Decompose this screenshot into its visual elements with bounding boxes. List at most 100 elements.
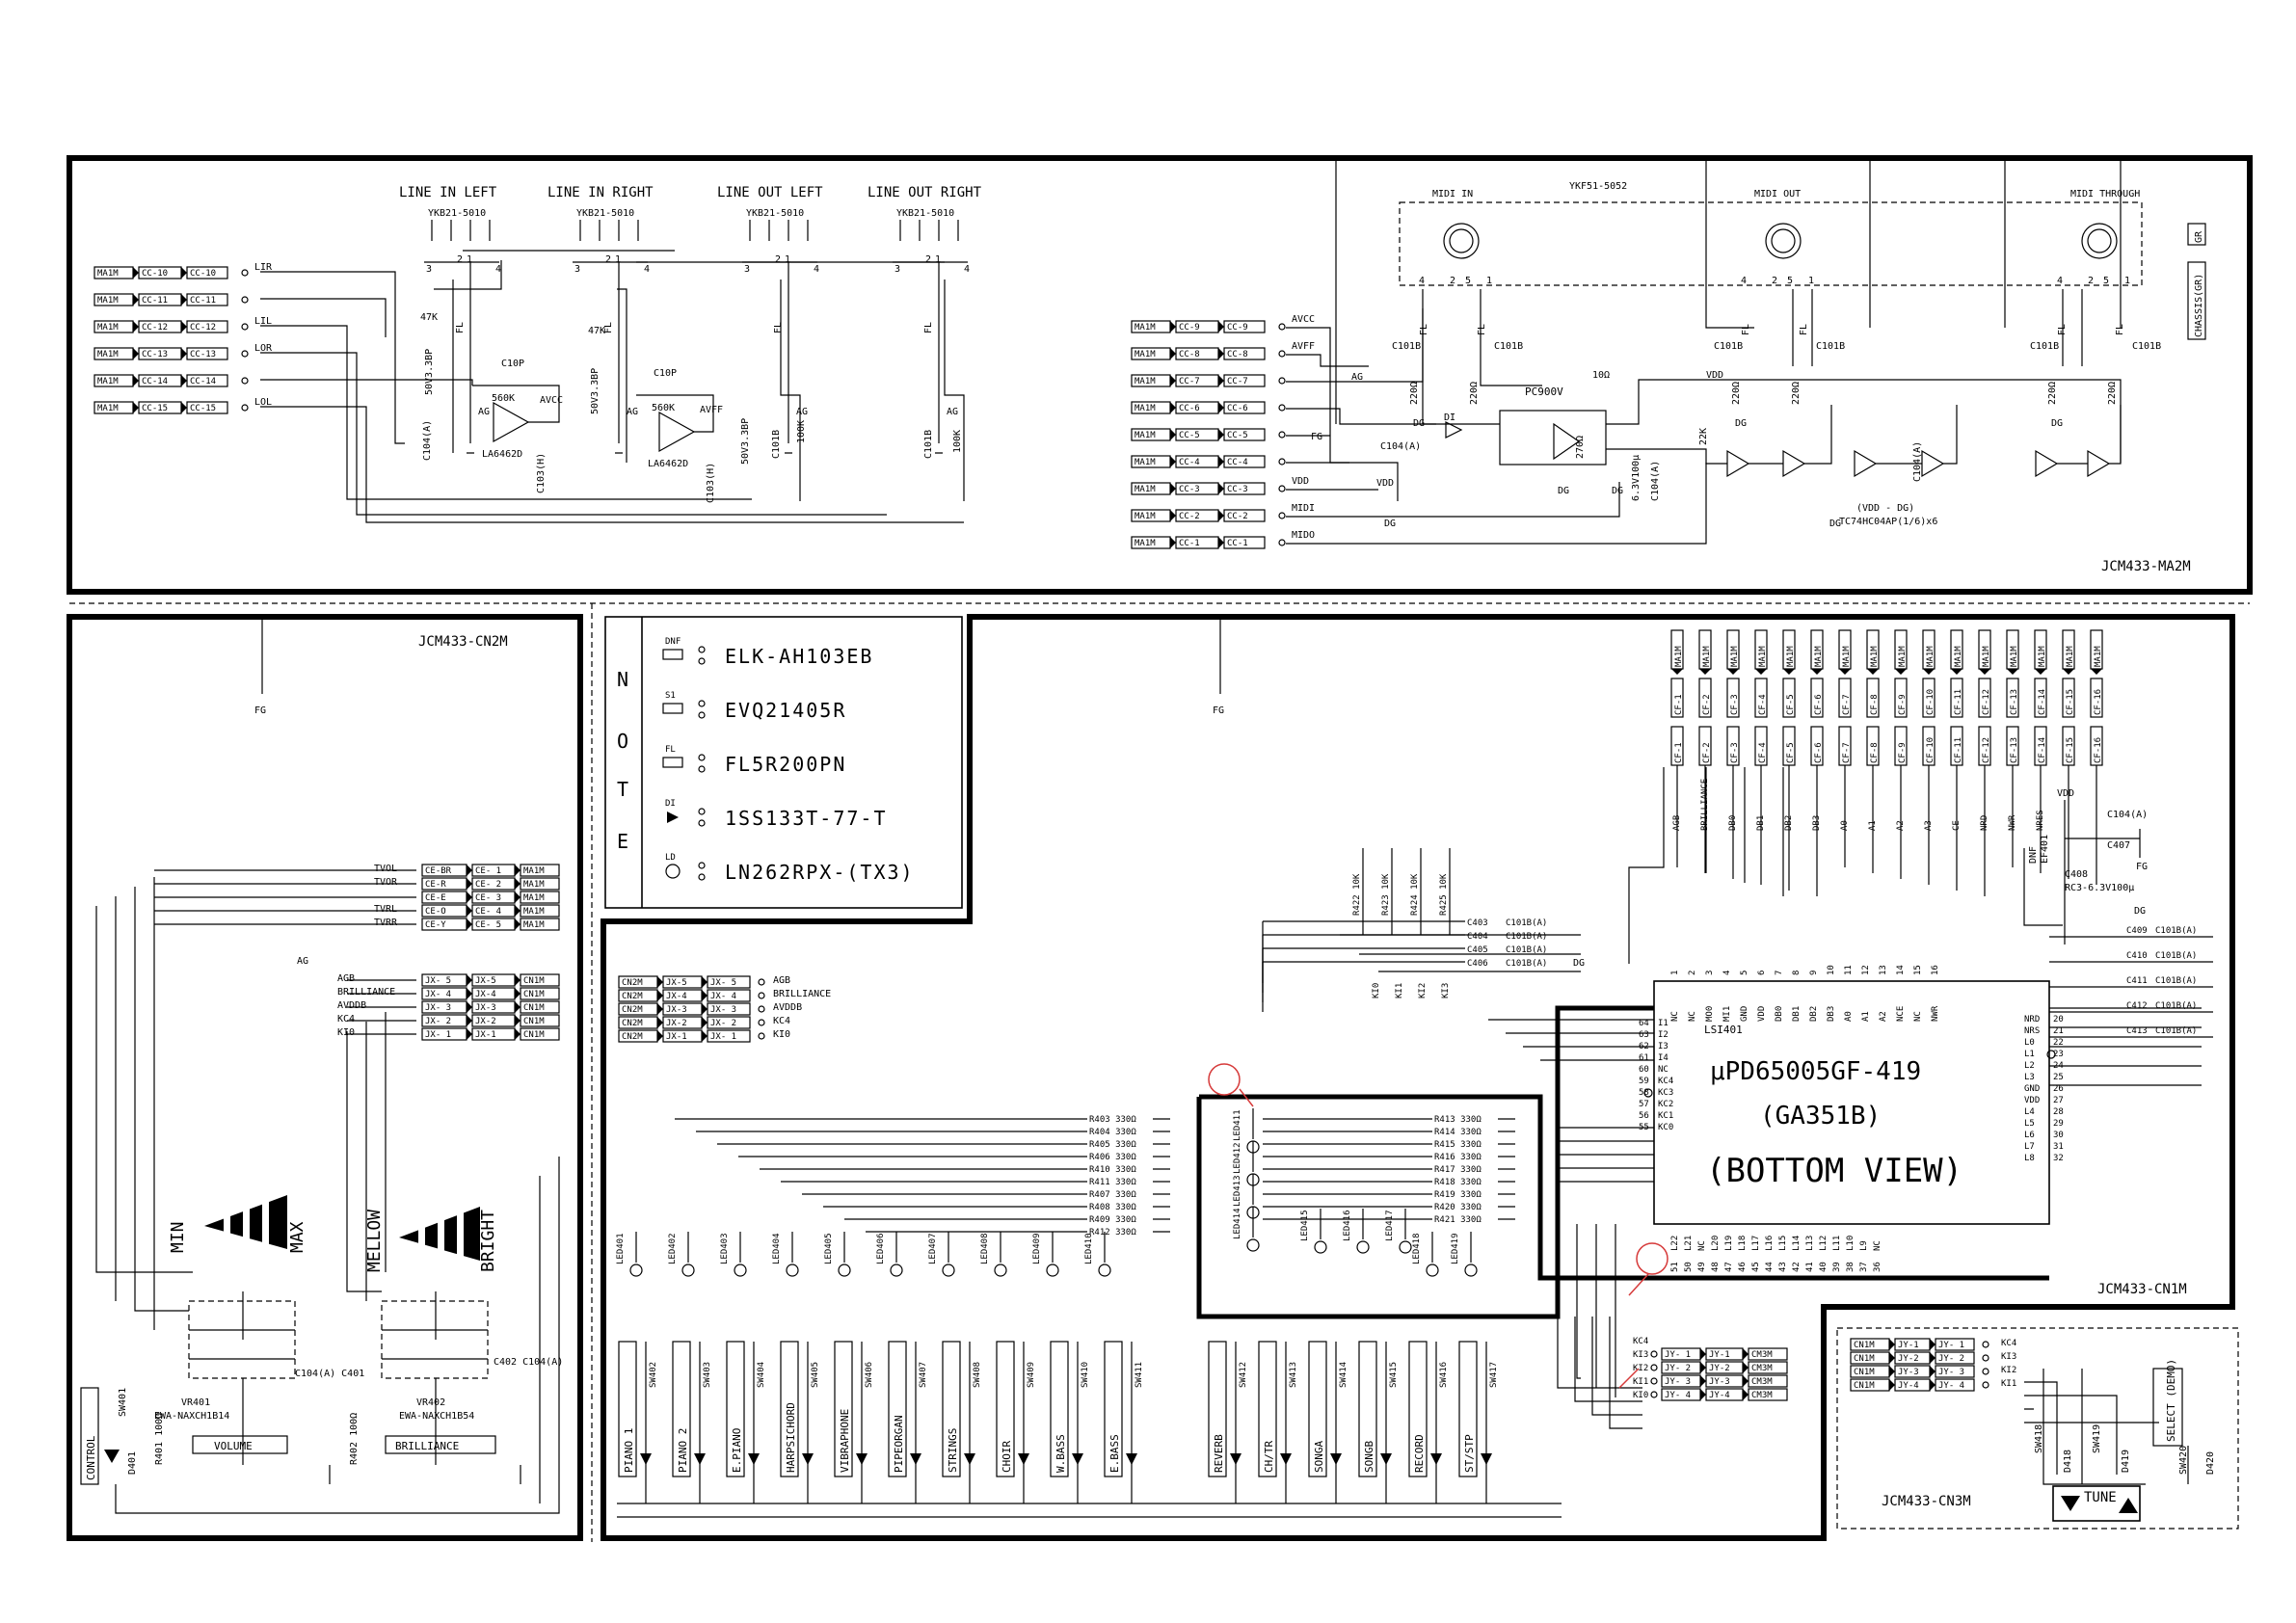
cn2m-jx-row-3-text: JX-2	[475, 1017, 496, 1026]
led-icon-13	[1246, 1238, 1260, 1252]
jack-pin1-3: 1	[935, 254, 941, 265]
cf-end-text-11: CF-12	[1982, 737, 1991, 763]
r-top-0: R422 10K	[1352, 873, 1362, 916]
chip-top-num-4: 5	[1740, 971, 1749, 975]
cn3m-row-3-text: CN1M	[1854, 1381, 1875, 1391]
brilliance-wedge-icon	[399, 1207, 480, 1264]
audio-conn-terminal-1	[241, 296, 249, 304]
midi-fl-a-0: FL	[1419, 324, 1429, 335]
cf-ma-text-6: MA1M	[1842, 646, 1852, 667]
control-button-box[interactable]	[80, 1387, 99, 1485]
jack-pin4-3: 4	[964, 264, 970, 275]
chip-top-pin-9: DB3	[1827, 1006, 1836, 1022]
button-right-1[interactable]	[1258, 1341, 1277, 1477]
jy-row-1-cell	[1748, 1347, 1788, 1361]
tune-up-icon[interactable]	[2119, 1498, 2138, 1513]
chip-right-pin-2: L0	[2024, 1038, 2035, 1048]
button-left-5[interactable]	[888, 1341, 907, 1477]
chip-right-pin-3: L1	[2024, 1050, 2035, 1059]
chip-left-num-3: 61	[1639, 1053, 1649, 1063]
midi-conn-row-0-cell	[1223, 320, 1266, 333]
cf-end-text-9: CF-10	[1926, 737, 1936, 763]
midi-r10-label: 10Ω	[1592, 370, 1610, 381]
midi-pin1-2: 1	[2124, 276, 2130, 286]
button-right-0[interactable]	[1208, 1341, 1227, 1477]
cn2m-ce-row-4-text: MA1M	[523, 920, 545, 930]
button-right-2[interactable]	[1308, 1341, 1327, 1477]
note-part-3: 1SS133T-77-T	[725, 807, 888, 830]
cn3m-row-2-arrow-icon	[1930, 1366, 1936, 1377]
cn1m-jx-signal-4: KI0	[773, 1029, 790, 1040]
chip-top-pin-8: DB2	[1809, 1006, 1819, 1022]
chip-bottom-num-1: 50	[1684, 1262, 1694, 1272]
cn2m-jx-row-2-text: CN1M	[523, 1003, 545, 1013]
led-icon-16	[1399, 1240, 1412, 1254]
cn2m-jx-row-1-cell	[520, 987, 560, 1000]
button-right-5[interactable]	[1458, 1341, 1478, 1477]
midi-input-diode-icon	[1445, 421, 1463, 439]
button-left-2[interactable]	[726, 1341, 745, 1477]
button-left-label-9: E.BASS	[1108, 1434, 1121, 1473]
audio-conn-row-5-text: CC-15	[142, 404, 168, 413]
button-right-sw-0: SW412	[1239, 1362, 1248, 1388]
button-right-3[interactable]	[1358, 1341, 1377, 1477]
audio-conn-signal-2: LIL	[254, 316, 272, 327]
chip-right-num-8: 28	[2053, 1107, 2064, 1117]
cf-ma-text-8: MA1M	[1898, 646, 1908, 667]
midi-conn-row-3-cell	[1223, 401, 1266, 414]
cn2m-jx-row-3-text: JX- 2	[425, 1017, 451, 1026]
button-left-label-4: VIBRAPHONE	[839, 1409, 851, 1473]
cn2m-ce-row-2-text: CE- 3	[475, 893, 501, 903]
audio-conn-row-1-arrow-icon	[133, 294, 139, 306]
note-led-icon	[665, 864, 681, 879]
midi-conn-row-6-text: CC-3	[1227, 485, 1248, 494]
midi-gate-note2: TC74HC04AP(1/6)x6	[1839, 517, 1937, 527]
midi-r220-a-2: 220Ω	[2047, 382, 2058, 405]
note-symbol-label-4: LD	[665, 853, 676, 863]
audio-conn-signal-0: LIR	[254, 262, 273, 273]
cf-arrow-icon-1	[1699, 669, 1711, 675]
chip-top-num-5: 6	[1757, 971, 1767, 975]
vr401-part: EWA-NAXCH1B14	[154, 1411, 229, 1422]
chip-top-pin-6: DB0	[1775, 1006, 1784, 1022]
midi-c101b-b-2: C101B	[2132, 341, 2161, 352]
chip-bottom-pin-1: L21	[1684, 1236, 1694, 1251]
midi-conn-terminal-5	[1278, 458, 1286, 466]
opamp-left-c103: C103(H)	[536, 453, 547, 493]
midi-din-inner-2	[2087, 228, 2112, 253]
midi-fl-a-1: FL	[1741, 324, 1751, 335]
midi-conn-row-2-text: CC-7	[1227, 377, 1248, 386]
jy-row-2-cell	[1748, 1361, 1788, 1374]
chip-left-pin-3: I4	[1658, 1053, 1669, 1063]
jack-pin2-3: 2	[925, 254, 931, 265]
led-res-right-7: R420 330Ω	[1434, 1203, 1482, 1212]
cn2m-ce-row-1-cell	[520, 877, 560, 891]
jack-fl-3: FL	[923, 322, 934, 333]
tune-button-box[interactable]	[2052, 1485, 2141, 1522]
button-left-0[interactable]	[618, 1341, 637, 1477]
cf-ma-text-5: MA1M	[1814, 646, 1824, 667]
button-left-3[interactable]	[780, 1341, 799, 1477]
tune-down-icon[interactable]	[2061, 1496, 2080, 1511]
midi-conn-terminal-3	[1278, 404, 1286, 412]
cf-mid-text-1: CF-2	[1702, 694, 1712, 715]
d418-label: D418	[2063, 1450, 2073, 1473]
button-left-1[interactable]	[672, 1341, 691, 1477]
button-left-4[interactable]	[834, 1341, 853, 1477]
cn2m-jx-row-2-text: JX- 3	[425, 1003, 451, 1013]
button-left-7[interactable]	[996, 1341, 1015, 1477]
vol-max-label: MAX	[287, 1221, 307, 1253]
cn2m-ce-row-0-text: CE- 1	[475, 866, 501, 876]
button-left-9[interactable]	[1104, 1341, 1123, 1477]
note-symbol-label-0: DNF	[665, 637, 681, 647]
chip-right-pin-7: VDD	[2024, 1096, 2040, 1105]
cn1m-jx-row-2-text: JX- 3	[710, 1005, 736, 1015]
select-demo-button[interactable]	[2152, 1368, 2183, 1447]
button-right-4[interactable]	[1408, 1341, 1428, 1477]
button-left-8[interactable]	[1050, 1341, 1069, 1477]
button-left-6[interactable]	[942, 1341, 961, 1477]
button-left-label-3: HARPSICHORD	[785, 1402, 797, 1473]
cf-mid-text-8: CF-9	[1898, 694, 1908, 715]
tune-label: TUNE	[2084, 1490, 2117, 1505]
